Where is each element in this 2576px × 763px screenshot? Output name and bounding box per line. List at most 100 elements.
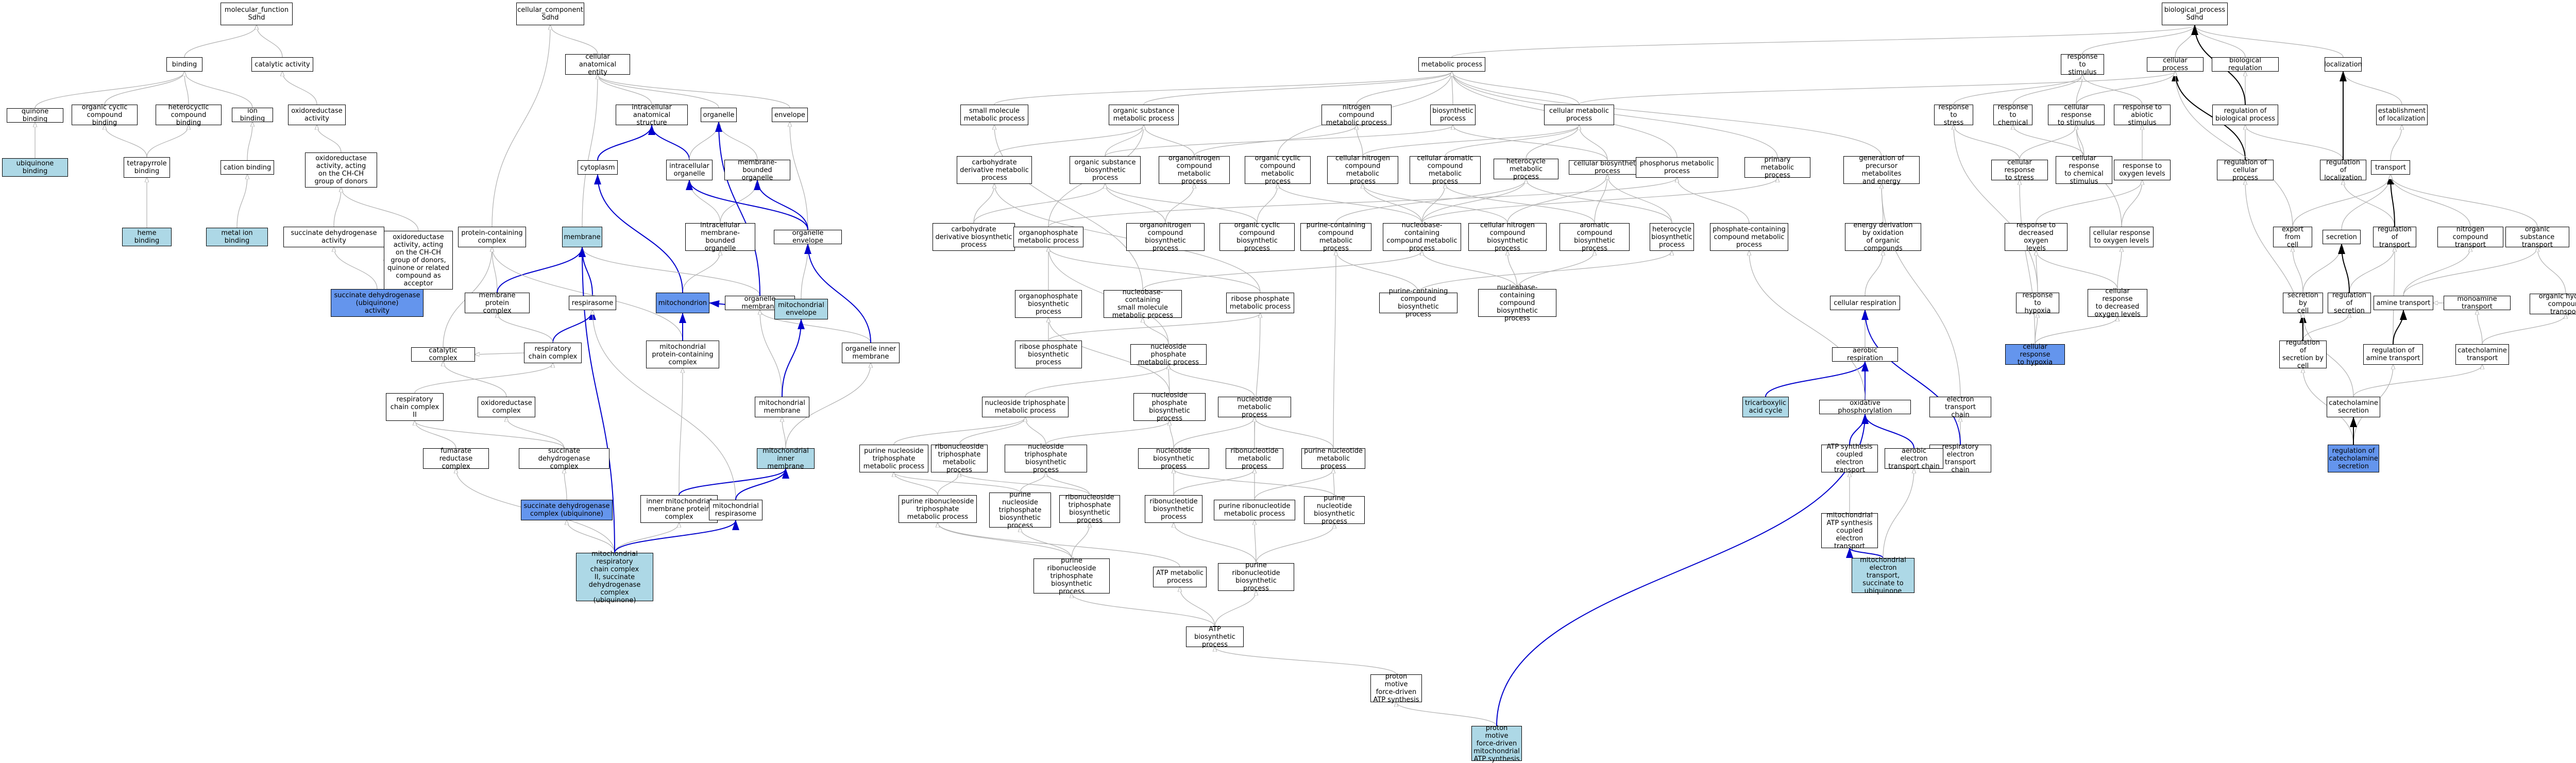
go-term-node-nucm[interactable]: nucleotide metabolic process (1218, 396, 1291, 419)
go-term-node-rntpm[interactable]: ribonucleoside triphosphate metabolic pr… (931, 443, 988, 474)
go-term-node-opm[interactable]: organophosphate metabolic process (1013, 227, 1083, 247)
go-term-node-rtstress[interactable]: response to stress (1934, 104, 1973, 127)
go-term-node-amine[interactable]: amine transport (2374, 296, 2433, 310)
go-term-node-ribonucm[interactable]: ribonucleotide metabolic process (1226, 447, 1283, 470)
go-term-node-prntpm[interactable]: purine ribonucleoside triphosphate metab… (899, 495, 977, 523)
go-term-node-mpcc[interactable]: mitochondrial protein-containing complex (646, 341, 719, 368)
go-term-node-opb[interactable]: organophosphate biosynthetic process (1015, 290, 1082, 318)
go-term-node-nct[interactable]: nitrogen compound transport (2437, 226, 2503, 249)
go-term-node-mpc[interactable]: membrane protein complex (465, 292, 530, 315)
go-term-node-rcatsec[interactable]: regulation of catecholamine secretion (2328, 445, 2379, 472)
go-term-node-envelope[interactable]: envelope (772, 108, 808, 122)
go-term-node-heme[interactable]: heme binding (122, 228, 172, 246)
go-term-node-occm[interactable]: organic cyclic compound metabolic proces… (1245, 155, 1311, 185)
go-term-node-rcc[interactable]: respiratory chain complex (524, 343, 582, 363)
go-term-node-crts[interactable]: cellular response to stimulus (2048, 104, 2105, 127)
go-term-node-metproc[interactable]: metabolic process (1418, 57, 1485, 72)
go-term-node-hetb[interactable]: heterocycle biosynthetic process (1650, 223, 1694, 251)
go-term-node-catcx[interactable]: catalytic complex (411, 347, 475, 362)
go-term-node-mito[interactable]: mitochondrion (656, 293, 709, 313)
go-term-node-occb[interactable]: organic cyclic compound biosynthetic pro… (1219, 222, 1295, 252)
go-term-node-respirasome[interactable]: respirasome (569, 296, 616, 310)
go-term-node-ntpb[interactable]: nucleoside triphosphate biosynthetic pro… (1005, 443, 1087, 474)
go-term-node-rtdo2[interactable]: response to decreased oxygen levels (2005, 222, 2067, 252)
go-term-node-cellproc[interactable]: cellular process (2147, 57, 2204, 72)
go-term-node-cdm[interactable]: carbohydrate derivative metabolic proces… (957, 156, 1032, 184)
go-term-node-phosm[interactable]: phosphorus metabolic process (1636, 157, 1718, 178)
go-term-node-phcm[interactable]: phosphate-containing compound metabolic … (1710, 223, 1788, 251)
go-term-node-atpb[interactable]: ATP biosynthetic process (1186, 625, 1244, 649)
go-term-node-hcb[interactable]: heterocyclic compound binding (156, 104, 222, 127)
go-term-node-rcc2[interactable]: respiratory chain complex II (386, 393, 444, 421)
go-term-node-oxr-chch[interactable]: oxidoreductase activity, acting on the C… (305, 152, 377, 188)
go-term-node-frc[interactable]: fumarate reductase complex (423, 447, 489, 470)
go-term-node-cbs[interactable]: cellular biosynthetic process (1569, 160, 1646, 175)
go-term-node-ubq[interactable]: ubiquinone binding (2, 158, 68, 177)
go-term-node-r5pm[interactable]: ribose phosphate metabolic process (1226, 293, 1294, 313)
go-term-node-onm[interactable]: organonitrogen compound metabolic proces… (1159, 155, 1230, 185)
go-term-node-mito-atp-cet[interactable]: mitochondrial ATP synthesis coupled elec… (1821, 512, 1878, 550)
go-term-node-pmf-atp[interactable]: proton motive force-driven ATP synthesis (1370, 673, 1422, 704)
go-term-node-cacm[interactable]: cellular aromatic compound metabolic pro… (1410, 155, 1481, 185)
go-term-node-oxr-q[interactable]: oxidoreductase activity, acting on the C… (384, 231, 453, 290)
go-term-node-monoamine[interactable]: monoamine transport (2444, 295, 2511, 311)
go-term-node-mf[interactable]: molecular_function Sdhd (221, 3, 293, 25)
go-term-node-purnucb[interactable]: purine nucleotide biosynthetic process (1304, 495, 1365, 525)
go-term-node-rntpb[interactable]: ribonucleoside triphosphate biosynthetic… (1059, 494, 1120, 524)
go-term-node-crtdo2[interactable]: cellular response to decreased oxygen le… (2088, 287, 2147, 318)
go-term-node-metal[interactable]: metal ion binding (206, 228, 268, 246)
go-term-node-nucpb[interactable]: nucleoside phosphate biosynthetic proces… (1133, 392, 1206, 422)
go-term-node-pribonucm[interactable]: purine ribonucleotide metabolic process (1214, 500, 1295, 520)
go-term-node-onb[interactable]: organonitrogen compound biosynthetic pro… (1126, 222, 1205, 252)
go-term-node-hetm[interactable]: heterocycle metabolic process (1494, 158, 1558, 181)
go-term-node-mitoinner[interactable]: mitochondrial inner membrane (757, 447, 815, 470)
go-term-node-secretion[interactable]: secretion (2323, 230, 2361, 244)
go-term-node-rsec[interactable]: regulation of secretion (2328, 292, 2371, 315)
go-term-node-pcm[interactable]: purine-containing compound metabolic pro… (1300, 222, 1371, 252)
go-term-node-pcc[interactable]: protein-containing complex (458, 227, 526, 247)
go-term-node-ncm[interactable]: nitrogen compound metabolic process (1321, 104, 1392, 127)
go-term-node-ntpm[interactable]: nucleoside triphosphate metabolic proces… (982, 397, 1069, 417)
go-term-node-ohct[interactable]: organic hydroxy compound transport (2530, 293, 2576, 316)
go-term-node-pmf-mito[interactable]: proton motive force-driven mitochondrial… (1471, 724, 1522, 763)
go-term-node-mitoresp[interactable]: mitochondrial respirasome (709, 500, 762, 520)
go-term-node-rtchem[interactable]: response to chemical (1993, 104, 2032, 127)
go-term-node-oxr[interactable]: oxidoreductase activity (288, 105, 346, 125)
go-term-node-mitomem[interactable]: mitochondrial membrane (755, 397, 809, 417)
go-term-node-membrane[interactable]: membrane (562, 227, 602, 247)
go-term-node-cdb[interactable]: carbohydrate derivative biosynthetic pro… (933, 223, 1015, 251)
go-term-node-organelle[interactable]: organelle (701, 108, 737, 122)
go-term-node-ionb[interactable]: ion binding (232, 107, 273, 123)
go-term-node-ocb[interactable]: organic cyclic compound binding (72, 104, 138, 127)
go-term-node-crtstress[interactable]: cellular response to stress (1991, 159, 2048, 182)
go-term-node-prntpb[interactable]: purine ribonucleoside triphosphate biosy… (1033, 557, 1110, 596)
go-term-node-sdhcx[interactable]: succinate dehydrogenase complex (519, 447, 609, 470)
go-term-node-nbcb[interactable]: nucleobase-containing compound biosynthe… (1478, 284, 1556, 323)
go-term-node-tpb[interactable]: tetrapyrrole binding (124, 157, 170, 178)
go-term-node-cncm[interactable]: cellular nitrogen compound metabolic pro… (1327, 155, 1398, 185)
go-term-node-acb[interactable]: aromatic compound biosynthetic process (1560, 222, 1630, 252)
go-term-node-mbo[interactable]: membrane-bounded organelle (724, 159, 790, 182)
go-term-node-ubq-b[interactable]: quinone binding (7, 108, 63, 123)
go-term-node-biosyn[interactable]: biosynthetic process (1430, 105, 1476, 125)
go-term-node-nucb[interactable]: nucleotide biosynthetic process (1138, 447, 1209, 470)
go-term-node-rcp[interactable]: regulation of cellular process (2217, 159, 2274, 182)
go-term-node-eoloc[interactable]: establishment of localization (2376, 105, 2428, 125)
go-term-node-catsec[interactable]: catecholamine secretion (2327, 397, 2380, 417)
go-term-node-imm-pc[interactable]: inner mitochondrial membrane protein com… (640, 495, 718, 523)
go-term-node-nbsmm[interactable]: nucleobase-containing small molecule met… (1104, 289, 1182, 319)
go-term-node-localization[interactable]: localization (2324, 57, 2362, 72)
go-term-node-biolreg[interactable]: biological regulation (2212, 57, 2279, 72)
go-term-node-sdh-ubq-act[interactable]: succinate dehydrogenase (ubiquinone) act… (331, 289, 423, 317)
go-term-node-edox[interactable]: energy derivation by oxidation of organi… (1845, 222, 1921, 252)
go-term-node-cc[interactable]: cellular_component Sdhd (516, 3, 584, 25)
go-term-node-rloc[interactable]: regulation of localization (2320, 159, 2366, 182)
go-term-node-sdh-act[interactable]: succinate dehydrogenase activity (283, 227, 384, 247)
go-term-node-cat[interactable]: catalytic activity (251, 57, 313, 72)
go-term-node-purnucm[interactable]: purine nucleotide metabolic process (1301, 447, 1365, 470)
go-term-node-mrcc2[interactable]: mitochondrial respiratory chain complex … (576, 550, 653, 604)
go-term-node-crthyp[interactable]: cellular response to hypoxia (2005, 343, 2065, 366)
go-term-node-ribonucb[interactable]: ribonucleotide biosynthetic process (1145, 495, 1202, 523)
go-term-node-secbycell[interactable]: secretion by cell (2283, 292, 2323, 315)
go-term-node-rto2[interactable]: response to oxygen levels (2114, 160, 2171, 180)
